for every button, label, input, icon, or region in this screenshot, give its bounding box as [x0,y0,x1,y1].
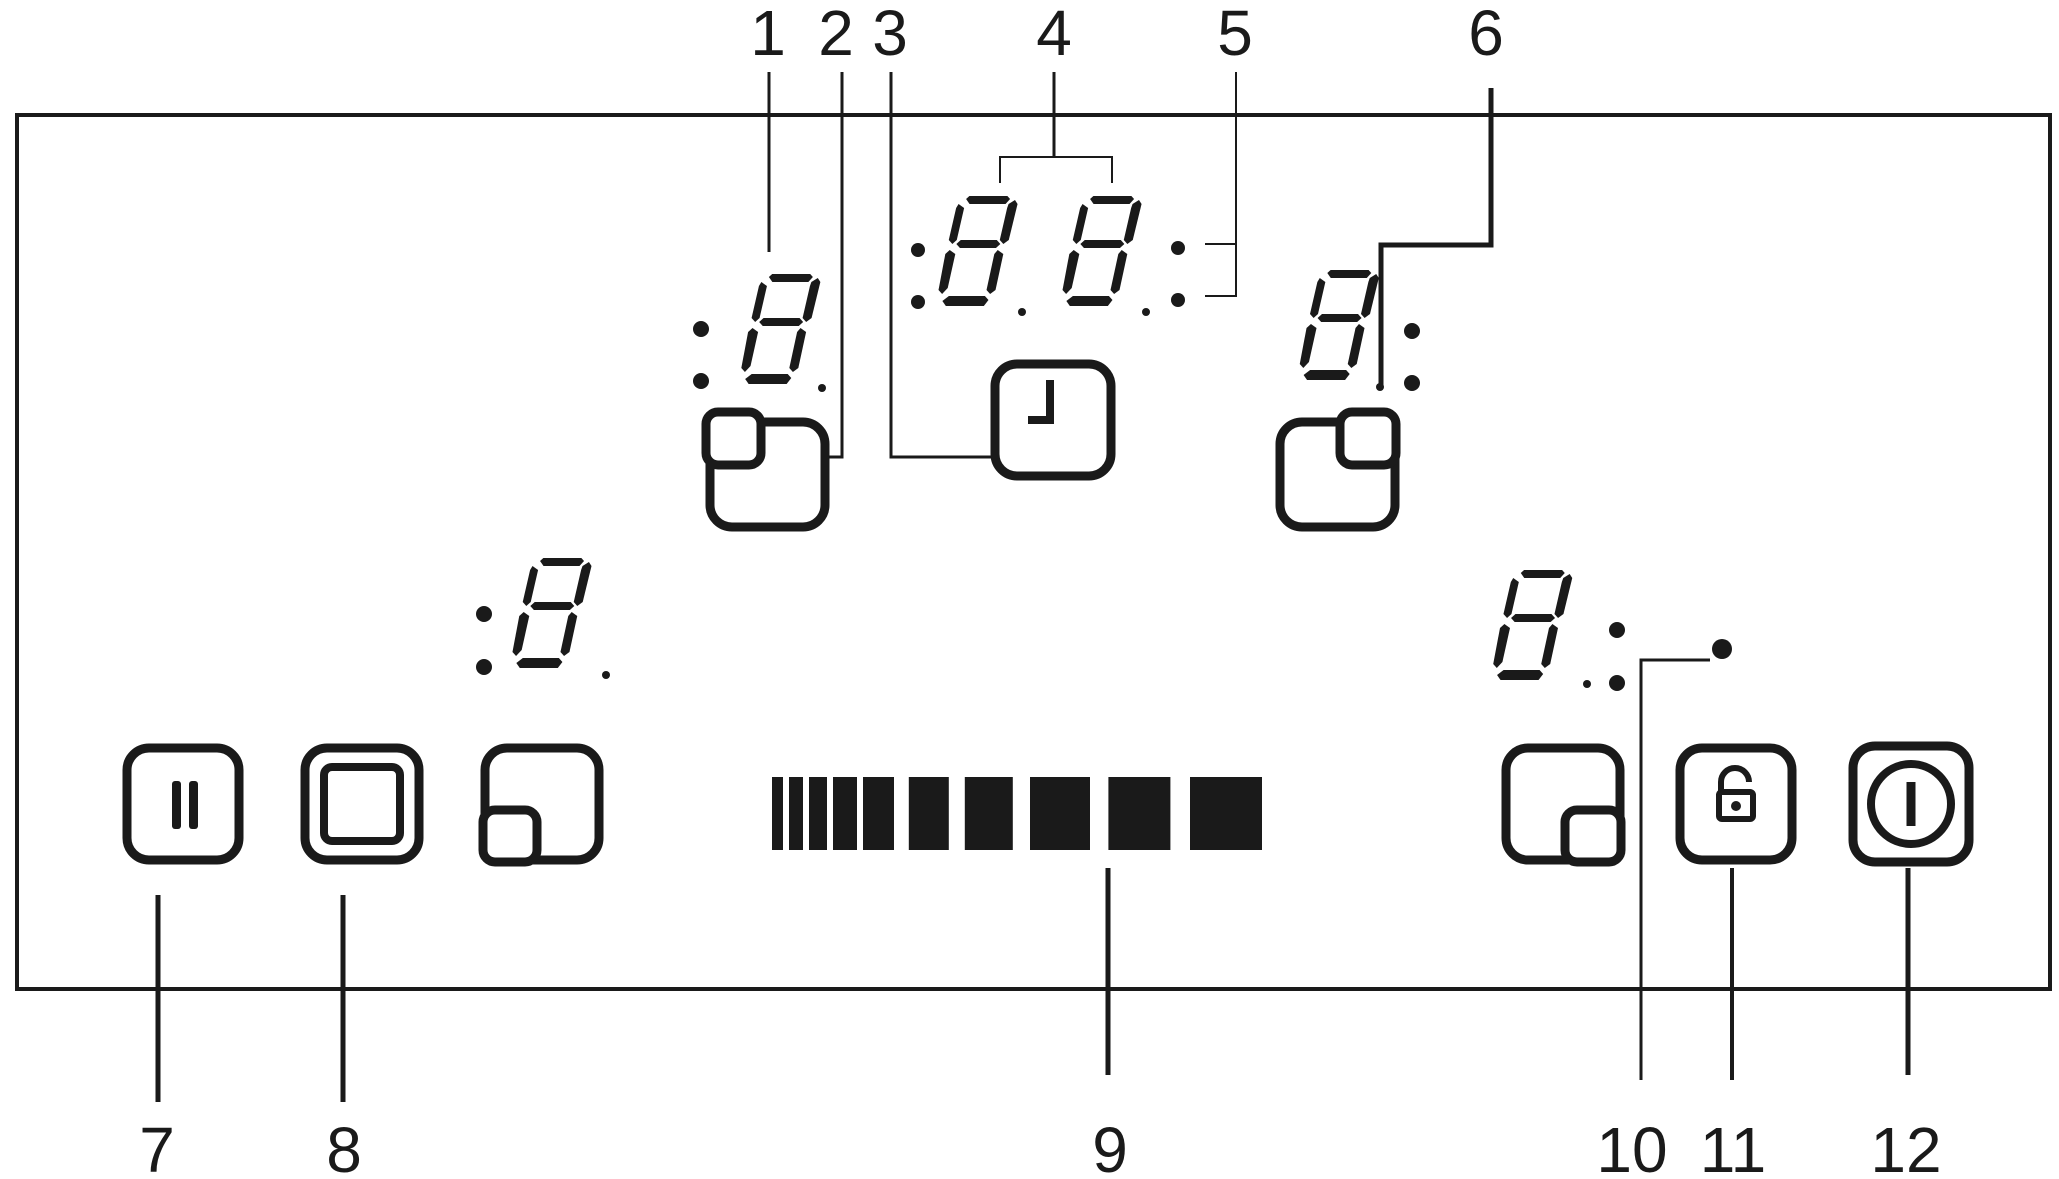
stop-square-icon [300,743,424,865]
pause-icon [122,743,244,865]
indicator-dot [1171,241,1185,255]
lock-button[interactable] [1675,743,1797,865]
slider-segment[interactable] [833,777,857,850]
callout-8: 8 [326,1114,362,1179]
indicator-dot [693,373,709,389]
leader-5 [1205,72,1237,297]
decimal-dot [1142,308,1150,316]
zone-rear-right-display [1298,270,1420,391]
leader-3 [889,72,995,459]
indicator-dot [1609,622,1625,638]
decimal-dot [818,384,826,392]
slider-segment[interactable] [1190,777,1262,850]
slider-segment[interactable] [908,777,949,850]
pause-button[interactable] [122,743,244,865]
clock-icon [990,359,1116,481]
slider-segment[interactable] [863,777,894,850]
slider-segment[interactable] [964,777,1013,850]
zone-front-left-icon [478,743,604,867]
slider-segment[interactable] [809,777,827,850]
decimal-dot [1583,680,1591,688]
zone-rear-left-display [693,274,826,392]
callout-2: 2 [818,0,854,69]
slider-segment[interactable] [1108,777,1171,850]
indicator-dot [1609,675,1625,691]
control-panel-frame [15,113,2052,991]
zone-rear-right-button[interactable] [1275,407,1401,532]
decimal-dot [602,671,610,679]
callout-12: 12 [1870,1114,1941,1179]
slider-segment[interactable] [1030,777,1090,850]
callout-6: 6 [1468,0,1504,69]
slider-segment[interactable] [789,777,803,850]
power-button[interactable] [1848,741,1974,867]
decimal-dot [1018,308,1026,316]
zone-rear-left-button[interactable] [701,407,830,532]
callout-5: 5 [1217,0,1253,69]
indicator-dot [476,659,492,675]
callout-10: 10 [1596,1114,1667,1179]
indicator-dot [911,295,925,309]
padlock-icon [1675,743,1797,865]
zone-front-right-display [1491,570,1732,691]
leader-2 [825,72,844,459]
leader-6 [1378,88,1494,385]
zone-rear-left-icon [701,407,830,532]
indicator-dot [1404,323,1420,339]
callout-3: 3 [872,0,908,69]
indicator-dot [1404,375,1420,391]
indicator-dot [1171,293,1185,307]
leader-10 [1639,658,1710,1080]
zone-front-left-display [476,558,610,679]
indicator-dot [693,321,709,337]
decimal-dot [1376,383,1384,391]
zone-front-left-button[interactable] [478,743,604,867]
indicator-dot [911,243,925,257]
zone-front-right-button[interactable] [1501,743,1626,867]
zone-front-right-icon [1501,743,1626,867]
indicator-dot [476,606,492,622]
callout-1: 1 [750,0,786,69]
power-icon [1848,741,1974,867]
callout-11: 11 [1700,1114,1766,1179]
callout-7: 7 [139,1114,175,1179]
power-slider[interactable] [772,777,1262,850]
slider-segment[interactable] [772,777,783,850]
callout-9: 9 [1092,1114,1128,1179]
zone-rear-right-icon [1275,407,1401,532]
callout-4: 4 [1036,0,1072,69]
leader-lines [155,72,1911,1102]
timer-button[interactable] [990,359,1116,481]
stop-button[interactable] [300,743,424,865]
timer-display [911,196,1185,316]
indicator-dot [1712,639,1732,659]
leader-4-bracket [999,156,1113,183]
